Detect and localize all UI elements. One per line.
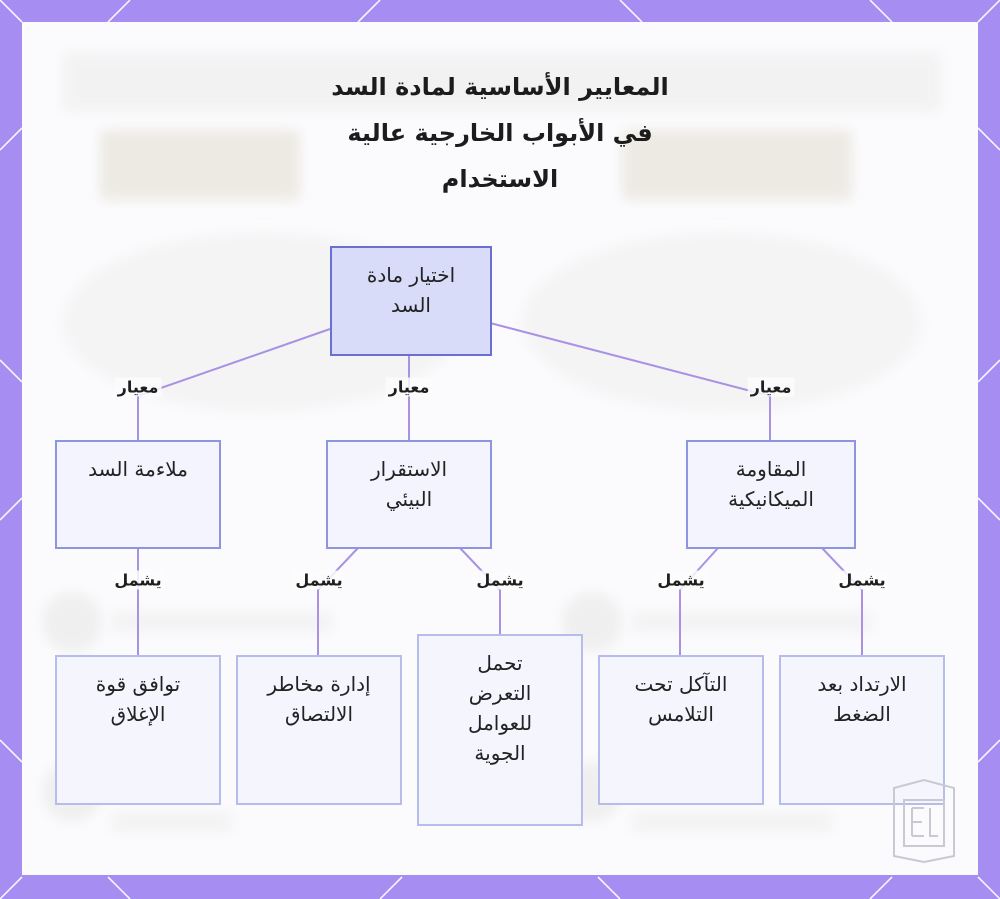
connector-mech-leaf4 (679, 547, 719, 655)
edge-label-criterion-mech: معيار (747, 377, 795, 397)
edge-label-criterion-fit: معيار (114, 377, 162, 397)
criterion-node-env: الاستقرار البيئي (326, 440, 492, 549)
root-node: اختيار مادة السد (330, 246, 492, 356)
leaf-node-compression-set: الارتداد بعد الضغط (779, 655, 945, 805)
root-node-label: اختيار مادة السد (366, 263, 456, 317)
edge-label-includes-fit: يشمل (111, 570, 165, 590)
criterion-label-fit: ملاءمة السد (88, 457, 188, 481)
edge-label-includes-mech-left: يشمل (654, 570, 708, 590)
criterion-label-mech: المقاومة الميكانيكية (728, 457, 814, 511)
edge-label-criterion-env: معيار (385, 377, 433, 397)
leaf-node-closing-force: توافق قوة الإغلاق (55, 655, 221, 805)
leaf-node-weathering: تحمل التعرض للعوامل الجوية (417, 634, 583, 826)
edge-label-includes-mech-right: يشمل (835, 570, 889, 590)
diagram-title: المعايير الأساسية لمادة السد في الأبواب … (300, 64, 700, 202)
connector-root-mech (489, 322, 771, 440)
connector-mech-leaf5 (821, 547, 863, 655)
edge-label-includes-env-left: يشمل (292, 570, 346, 590)
connector-root-fit (137, 328, 331, 440)
connector-env-leaf3 (459, 547, 501, 634)
criterion-label-env: الاستقرار البيئي (370, 457, 448, 511)
title-line-3: الاستخدام (441, 165, 559, 193)
leaf-label-weathering: تحمل التعرض للعوامل الجوية (467, 651, 533, 765)
leaf-label-contact-wear: التآكل تحت التلامس (634, 672, 728, 726)
criterion-node-mech: المقاومة الميكانيكية (686, 440, 856, 549)
connector-env-leaf2 (317, 547, 359, 655)
title-line-2: في الأبواب الخارجية عالية (347, 119, 653, 147)
title-line-1: المعايير الأساسية لمادة السد (331, 73, 669, 101)
criterion-node-fit: ملاءمة السد (55, 440, 221, 549)
leaf-label-adhesion-risk: إدارة مخاطر الالتصاق (267, 672, 371, 726)
leaf-node-adhesion-risk: إدارة مخاطر الالتصاق (236, 655, 402, 805)
leaf-label-closing-force: توافق قوة الإغلاق (95, 672, 181, 726)
leaf-label-compression-set: الارتداد بعد الضغط (817, 672, 907, 726)
watermark-logo-icon (893, 778, 955, 864)
edge-label-includes-env-right: يشمل (473, 570, 527, 590)
leaf-node-contact-wear: التآكل تحت التلامس (598, 655, 764, 805)
